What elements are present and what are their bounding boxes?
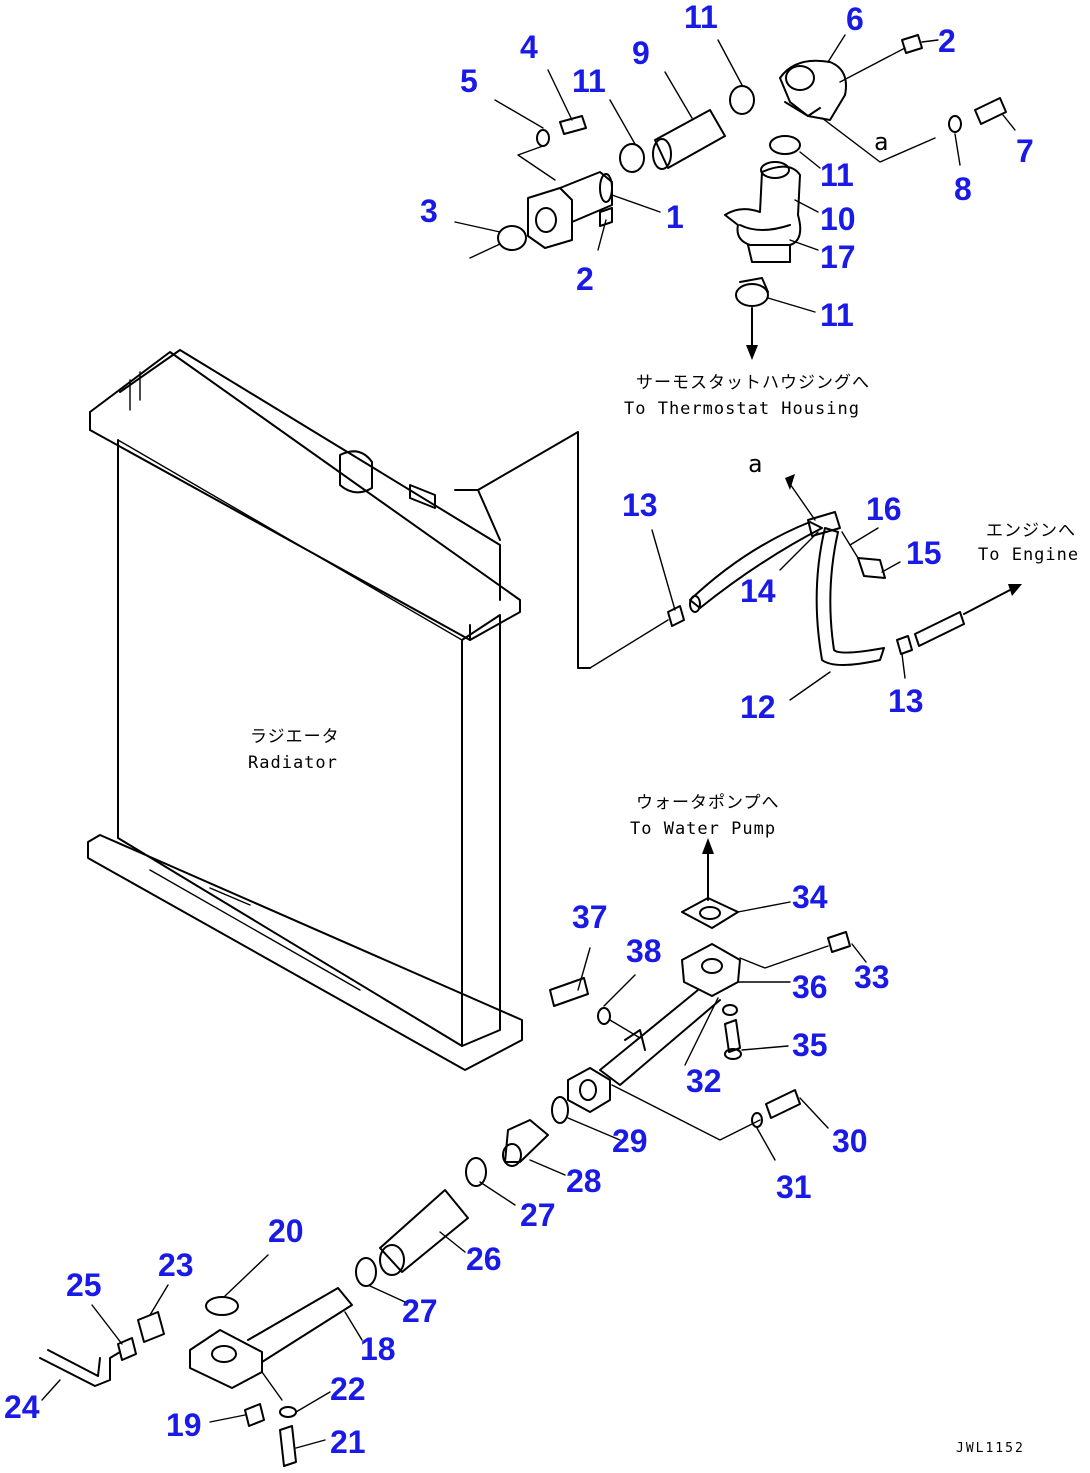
callout-25: 25 bbox=[66, 1267, 102, 1303]
note-waterpump-en: To Water Pump bbox=[630, 819, 776, 839]
callout-5: 5 bbox=[460, 63, 478, 99]
callout-29: 29 bbox=[612, 1123, 648, 1159]
upper-outlet-assembly bbox=[454, 34, 1016, 360]
callout-14: 14 bbox=[740, 573, 776, 609]
callout-15: 15 bbox=[906, 535, 942, 571]
callout-16: 16 bbox=[866, 491, 902, 527]
callout-11-top: 11 bbox=[684, 0, 718, 35]
callout-3: 3 bbox=[420, 193, 438, 229]
callout-18: 18 bbox=[360, 1331, 396, 1367]
callout-27-upper: 27 bbox=[520, 1197, 556, 1233]
callout-37: 37 bbox=[572, 899, 608, 935]
reference-mark-a-lower: a bbox=[748, 450, 763, 478]
callout-33: 33 bbox=[854, 959, 890, 995]
callout-26: 26 bbox=[466, 1241, 502, 1277]
reference-mark-a-upper: a bbox=[874, 128, 889, 156]
note-engine-jp: エンジンへ bbox=[986, 521, 1076, 541]
callout-19: 19 bbox=[166, 1407, 202, 1443]
callout-7: 7 bbox=[1016, 133, 1034, 169]
note-radiator-jp: ラジエータ bbox=[250, 727, 340, 747]
note-thermostat-jp: サーモスタットハウジングへ bbox=[636, 373, 870, 393]
note-radiator-en: Radiator bbox=[248, 753, 338, 773]
callout-34: 34 bbox=[792, 879, 828, 915]
callout-32: 32 bbox=[686, 1063, 722, 1099]
callout-6: 6 bbox=[846, 1, 864, 37]
callout-30: 30 bbox=[832, 1123, 868, 1159]
note-thermostat-en: To Thermostat Housing bbox=[624, 399, 860, 419]
callout-17: 17 bbox=[820, 239, 856, 275]
callout-9: 9 bbox=[632, 35, 650, 71]
callout-13-left: 13 bbox=[622, 487, 658, 523]
callout-27-lower: 27 bbox=[402, 1293, 438, 1329]
note-engine-en: To Engine bbox=[978, 545, 1079, 565]
callout-36: 36 bbox=[792, 969, 828, 1005]
callout-10: 10 bbox=[820, 201, 856, 237]
callout-8: 8 bbox=[954, 171, 972, 207]
callout-13-right: 13 bbox=[888, 683, 924, 719]
callout-21: 21 bbox=[330, 1424, 366, 1460]
callout-11-mid: 11 bbox=[820, 157, 854, 193]
callout-2-lower: 2 bbox=[576, 261, 594, 297]
note-waterpump-jp: ウォータポンプへ bbox=[636, 793, 780, 813]
drawing-code: JWL1152 bbox=[956, 1441, 1025, 1456]
callout-20: 20 bbox=[268, 1213, 304, 1249]
callout-11-bottom: 11 bbox=[820, 297, 854, 333]
callout-31: 31 bbox=[776, 1169, 812, 1205]
water-pump-inlet-assembly bbox=[39, 838, 867, 1467]
callout-23: 23 bbox=[158, 1247, 194, 1283]
callout-2-upper: 2 bbox=[938, 23, 956, 59]
bypass-hose-assembly bbox=[651, 474, 1022, 701]
callout-11-left: 11 bbox=[572, 63, 606, 99]
callout-4: 4 bbox=[520, 29, 538, 65]
callout-22: 22 bbox=[330, 1371, 366, 1407]
callout-numbers: 1 2 2 3 4 5 6 7 8 9 10 11 11 11 11 12 13… bbox=[4, 0, 1034, 1460]
callout-28: 28 bbox=[566, 1163, 602, 1199]
callout-12: 12 bbox=[740, 689, 776, 725]
callout-1: 1 bbox=[666, 199, 684, 235]
callout-35: 35 bbox=[792, 1027, 828, 1063]
callout-38: 38 bbox=[626, 933, 662, 969]
annotation-notes: サーモスタットハウジングへ To Thermostat Housing エンジン… bbox=[248, 128, 1079, 1456]
callout-24: 24 bbox=[4, 1389, 40, 1425]
radiator bbox=[87, 349, 669, 1071]
